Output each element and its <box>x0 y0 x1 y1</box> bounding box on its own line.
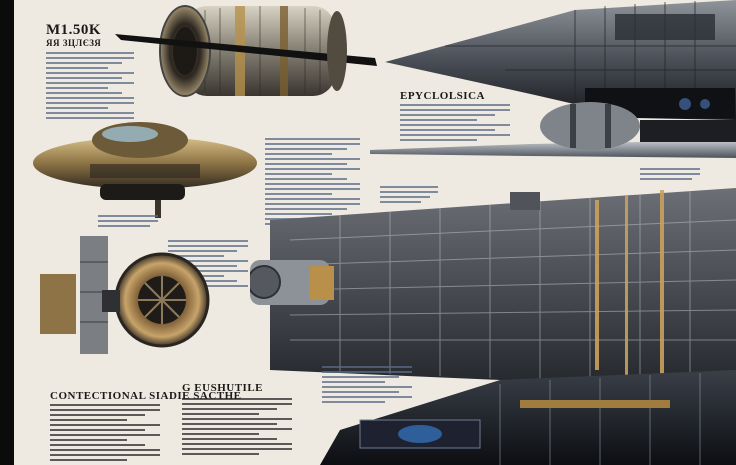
saucer-caption-text <box>98 215 158 227</box>
saucer-ship <box>33 122 257 218</box>
top-left-text-block <box>46 52 134 119</box>
middle-right-text-block <box>380 186 438 203</box>
space-station-structure <box>250 188 736 390</box>
top-left-title: M1.50K <box>46 22 102 38</box>
right-text-block <box>400 104 510 141</box>
starship-upper-right <box>385 0 736 120</box>
horizontal-beam-ship <box>370 102 736 158</box>
turbine-engine <box>40 236 210 354</box>
bottom-left-text-block <box>50 404 160 461</box>
bottom-middle-heading: G EUSHUTILE <box>182 382 263 394</box>
bottom-machinery <box>320 370 736 465</box>
top-left-subtitle: ЯЯ ЗЦЛЄЗЯ <box>46 38 102 48</box>
right-heading: EPYCLOLSICA <box>400 90 485 102</box>
left-border <box>0 0 14 465</box>
cylinder-module <box>115 5 377 97</box>
middle-text-block-upper <box>265 138 360 225</box>
bottom-middle-text-block <box>182 398 292 455</box>
far-right-text-block <box>640 168 700 180</box>
bottom-center-text-block <box>322 366 412 403</box>
